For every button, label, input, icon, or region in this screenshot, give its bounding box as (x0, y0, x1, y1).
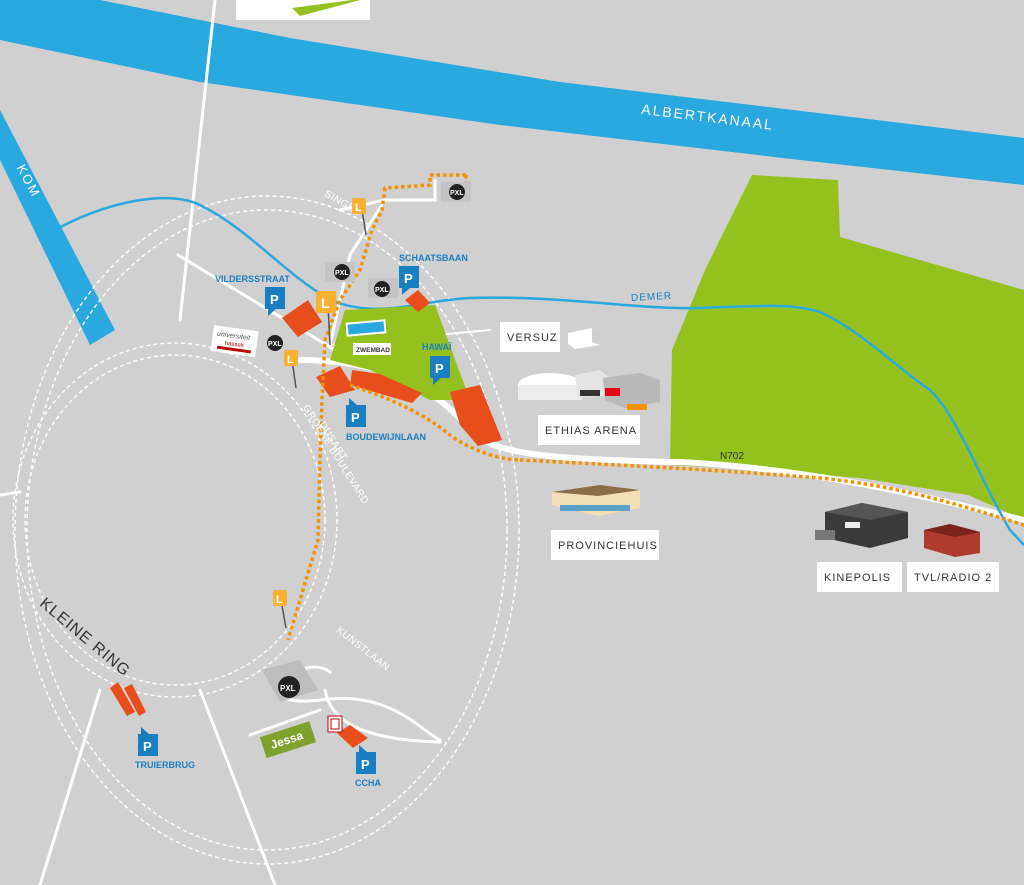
parking-icon: P (361, 757, 370, 772)
parking-pin-truierbrug[interactable]: P TRUIERBRUG (135, 727, 195, 770)
tvl-radio2-label-box[interactable]: TVL/RADIO 2 (907, 562, 999, 592)
bus-stop-universiteit[interactable]: L (284, 350, 298, 389)
parking-pin-schaatsbaan[interactable]: P SCHAATSBAAN (399, 253, 468, 295)
walking-route (286, 173, 521, 641)
universiteit-hasselt-logo[interactable]: universiteit hasselt (210, 325, 259, 358)
parking-areas (110, 290, 502, 748)
universiteit-logo-line2: hasselt (224, 341, 244, 350)
walking-route-east (519, 458, 1024, 527)
universiteit-logo-line1: universiteit (216, 331, 251, 343)
ccha-logo-icon (327, 715, 343, 733)
albertkanaal-water (0, 0, 1024, 185)
parking-label-boudewijnlaan: BOUDEWIJNLAAN (346, 432, 426, 442)
pxl-logo: PXL (450, 190, 464, 197)
bus-stop-groene-boulevard[interactable]: L (273, 590, 287, 629)
parking-icon: P (351, 410, 360, 425)
top-building-roof (292, 0, 360, 16)
parking-label-schaatsbaan: SCHAATSBAAN (399, 253, 468, 263)
kinepolis-building (815, 503, 908, 548)
parking-pin-ccha[interactable]: P CCHA (355, 745, 381, 788)
ethias-arena-building (518, 370, 660, 410)
ethias-arena-label: ETHIAS ARENA (545, 425, 637, 437)
pxl-logo: PXL (280, 684, 296, 693)
parking-icon: P (435, 361, 444, 376)
demer-river (54, 196, 1024, 546)
ring-road (12, 195, 520, 865)
bus-stop-icon: L (321, 295, 330, 311)
versuz-building (568, 328, 600, 349)
versuz-label-box[interactable]: VERSUZ (500, 322, 560, 352)
bus-stop-vildersstraat[interactable]: L (316, 291, 336, 346)
pxl-logo: PXL (268, 341, 282, 348)
parking-label-truierbrug: TRUIERBRUG (135, 760, 195, 770)
pxl-logo: PXL (375, 287, 389, 294)
tvl-radio2-label: TVL/RADIO 2 (914, 572, 992, 584)
tvl-radio2-building (924, 524, 980, 557)
versuz-label: VERSUZ (507, 332, 558, 344)
ethias-arena-label-box[interactable]: ETHIAS ARENA (538, 415, 640, 445)
parking-pin-hawai[interactable]: P HAWAÏ (422, 342, 452, 385)
provinciehuis-label: PROVINCIEHUIS (558, 540, 658, 552)
jessa-logo[interactable]: Jessa (259, 721, 317, 759)
bus-stop-icon: L (287, 354, 294, 366)
pxl-marker-universiteit[interactable]: PXL (267, 335, 283, 351)
pxl-marker-top[interactable]: PXL (441, 182, 471, 202)
kinepolis-label: KINEPOLIS (824, 572, 891, 584)
park-area (670, 175, 1024, 520)
provinciehuis-building (552, 485, 640, 516)
parking-pin-boudewijnlaan[interactable]: P BOUDEWIJNLAAN (346, 398, 426, 442)
pxl-marker-kunstlaan[interactable]: PXL (262, 660, 318, 702)
demer-label: DEMER (631, 291, 673, 304)
n702-label: N702 (720, 451, 744, 462)
pxl-marker-schaatsbaan[interactable]: PXL (368, 278, 398, 298)
kinepolis-label-box[interactable]: KINEPOLIS (817, 562, 902, 592)
zwembad-label-box[interactable]: ZWEMBAD (353, 343, 391, 355)
bus-stop-icon: L (276, 594, 283, 606)
parking-icon: P (143, 739, 152, 754)
parking-label-ccha: CCHA (355, 778, 381, 788)
parking-icon: P (270, 292, 279, 307)
parking-label-hawai: HAWAÏ (422, 342, 452, 352)
zwembad-label: ZWEMBAD (356, 347, 390, 354)
pxl-marker-vildersstraat[interactable]: PXL (325, 262, 355, 282)
bus-stop-singel[interactable]: L (352, 198, 367, 236)
parking-label-vildersstraat: VILDERSSTRAAT (215, 274, 290, 284)
provinciehuis-label-box[interactable]: PROVINCIEHUIS (551, 530, 659, 560)
parking-pin-vildersstraat[interactable]: P VILDERSSTRAAT (215, 274, 290, 316)
bus-stop-icon: L (355, 202, 362, 214)
parking-icon: P (404, 271, 413, 286)
pxl-logo: PXL (335, 270, 349, 277)
swimming-pool-icon (345, 319, 387, 337)
